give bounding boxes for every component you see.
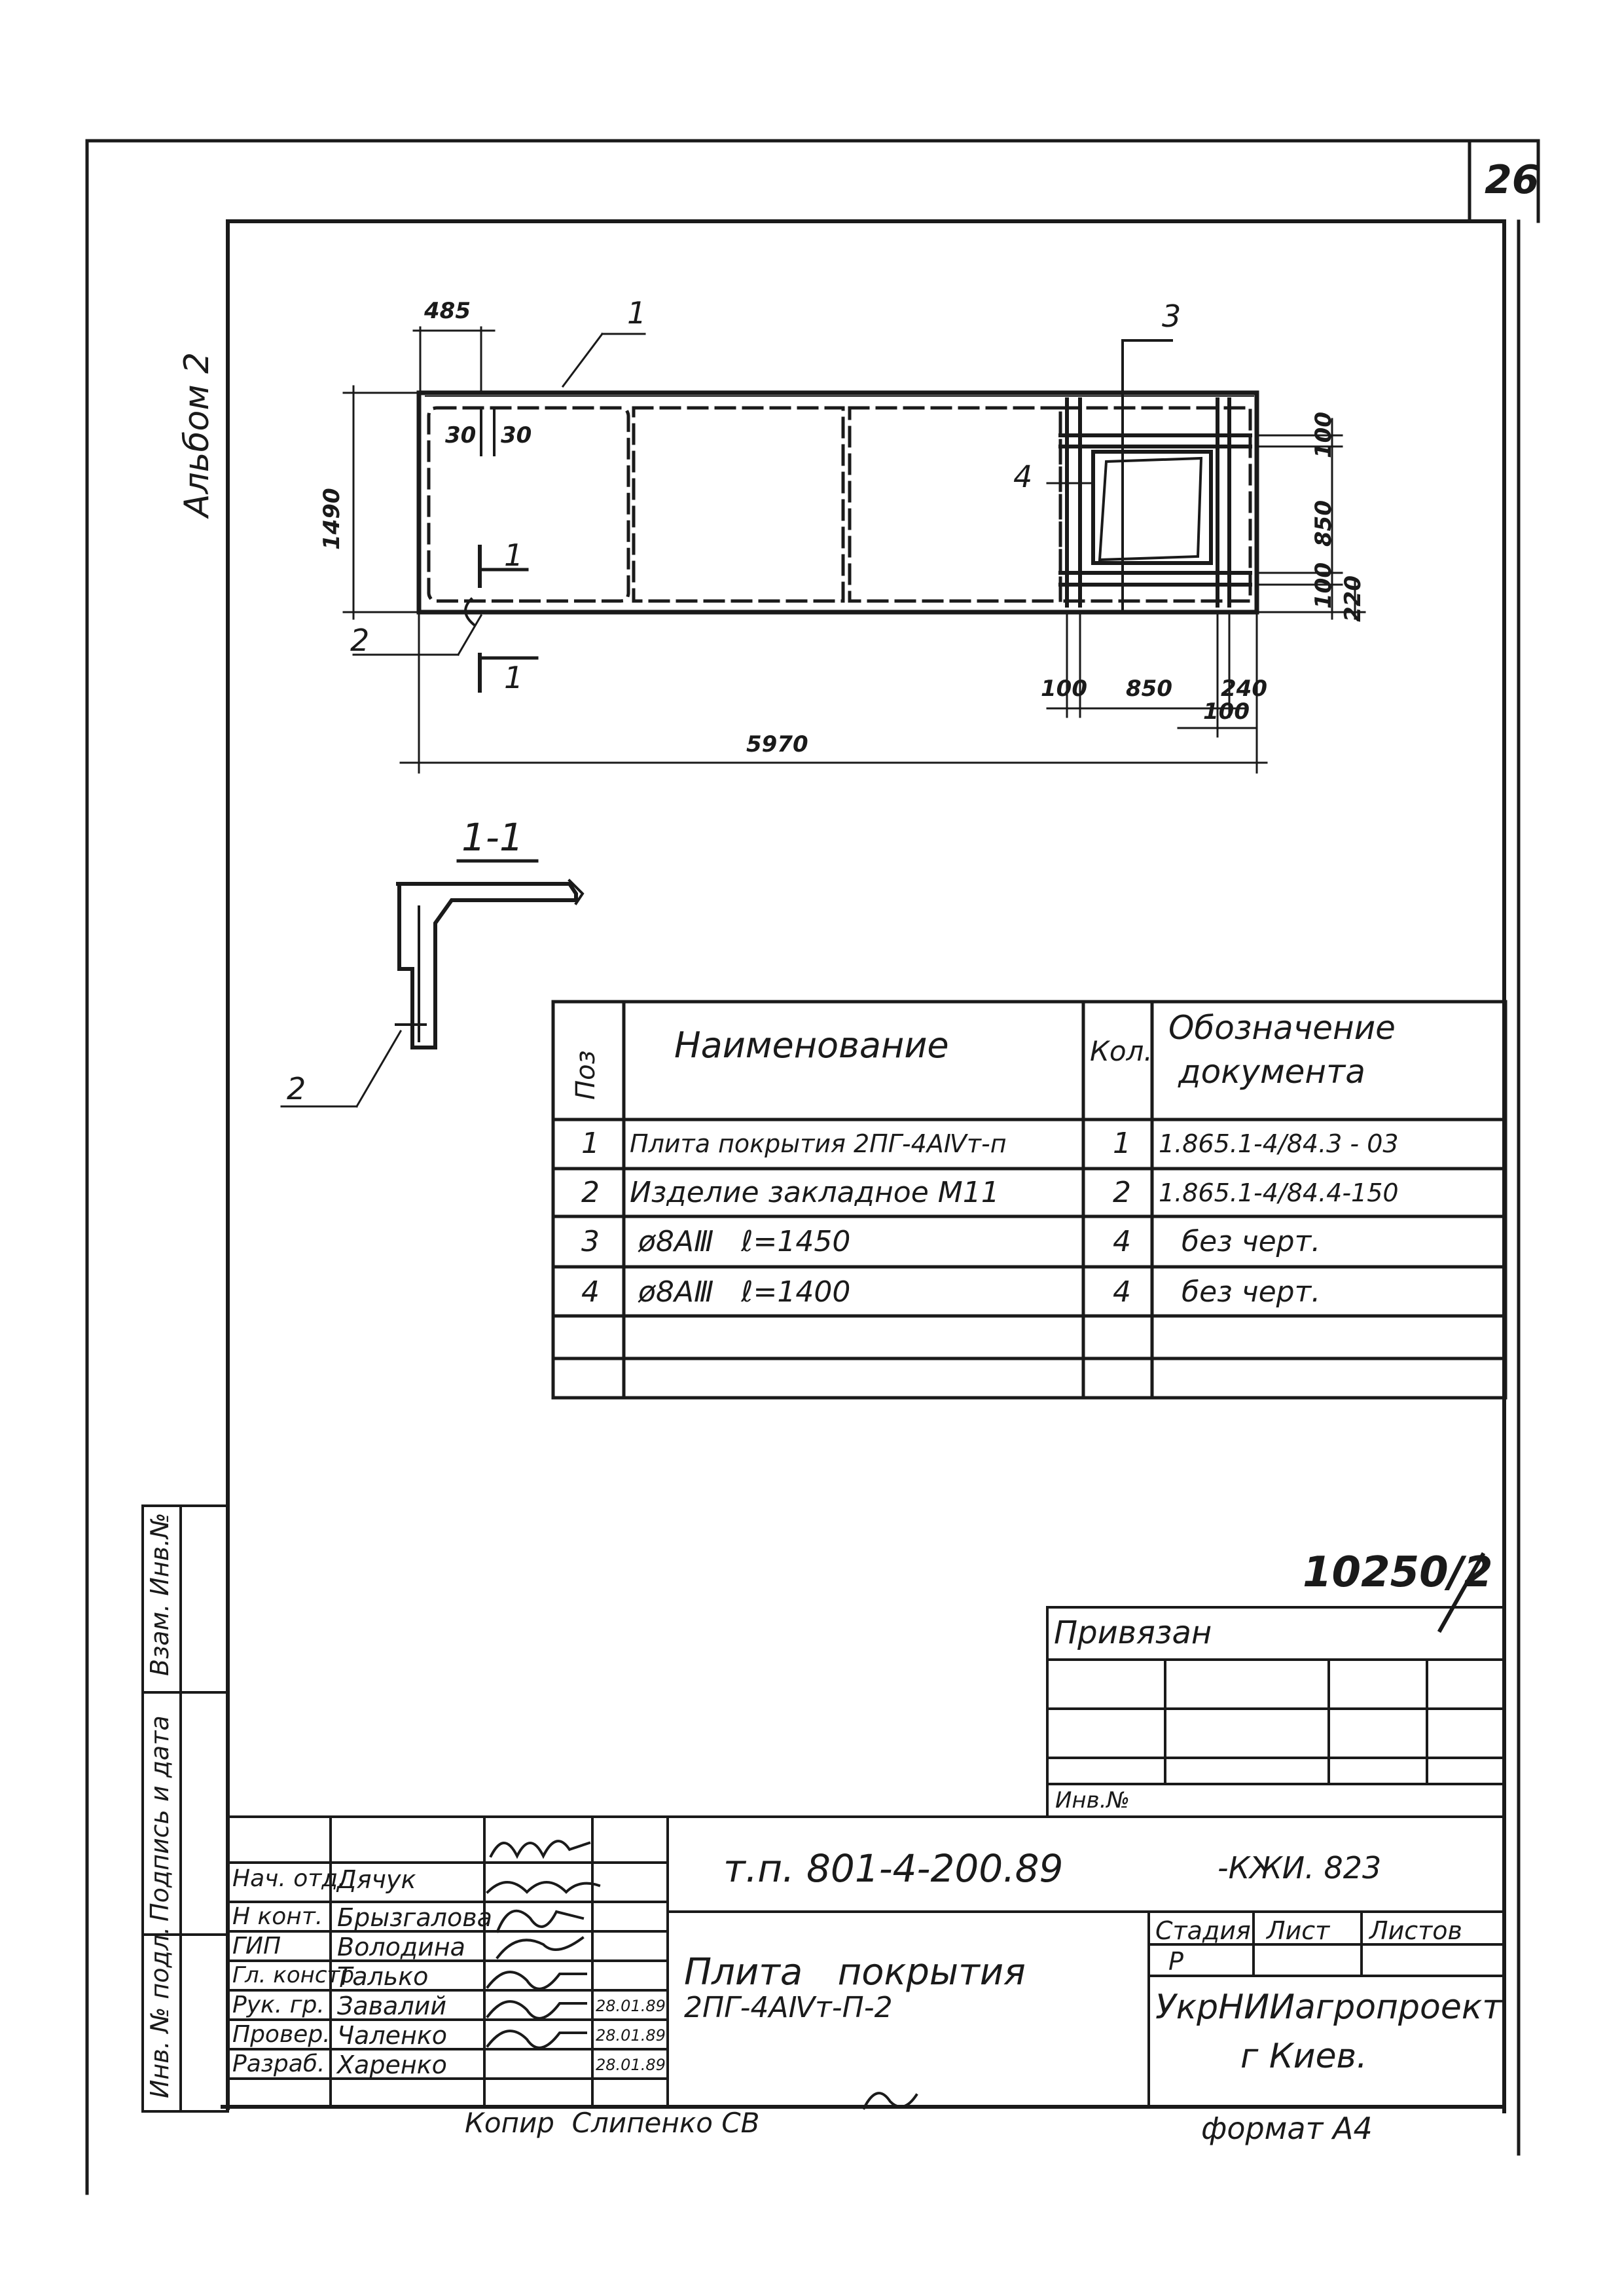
role-label: Гл. констр <box>232 1962 354 1988</box>
dim-100-b: 100 <box>1203 699 1250 725</box>
organization-line-1: УкрНИИагропроект <box>1155 1988 1502 2027</box>
spec-row-2-name: Изделие закладное М11 <box>630 1176 1000 1209</box>
dim-1490: 1490 <box>319 488 345 550</box>
privyazan-grid <box>1046 1552 1506 1818</box>
callout-1: 1 <box>627 295 647 331</box>
title-block-grid <box>226 1815 1506 2108</box>
side-stamp-grid <box>141 1504 229 2113</box>
dim-850-h: 850 <box>1126 676 1172 702</box>
dim-100-right-bottom: 100 <box>1310 562 1337 609</box>
spec-row-1-name: Плита покрытия 2ПГ-4АⅣт-п <box>630 1129 1007 1158</box>
spec-row-4-doc: без черт. <box>1182 1275 1321 1309</box>
stage-value: Р <box>1168 1947 1183 1976</box>
spec-header-doc-1: Обозначение <box>1168 1009 1396 1047</box>
dim-850-v: 850 <box>1310 500 1337 547</box>
spec-row-1-pos: 1 <box>581 1127 600 1160</box>
organization-line-2: г Киев. <box>1240 2037 1367 2076</box>
role-label: Н конт. <box>232 1903 323 1930</box>
spec-row-1-doc: 1.865.1-4/84.3 - 03 <box>1159 1129 1399 1158</box>
cut-mark-bottom-label: 1 <box>504 660 524 695</box>
spec-row-3-doc: без черт. <box>1182 1225 1321 1258</box>
spec-row-3-name: ø8AⅢ ℓ=1450 <box>638 1225 851 1258</box>
doc-code: т.п. 801-4-200.89 <box>723 1846 1064 1891</box>
sheet-number-box <box>1468 139 1540 2156</box>
spec-row-4-pos: 4 <box>581 1275 600 1309</box>
role-label: Рук. гр. <box>232 1992 325 2018</box>
dim-100-a: 100 <box>1041 676 1087 702</box>
dim-30-b: 30 <box>501 422 532 448</box>
spec-row-3-qty: 4 <box>1113 1225 1131 1258</box>
spec-header-name: Наименование <box>674 1025 949 1066</box>
dim-30-a: 30 <box>445 422 477 448</box>
role-date: 28.01.89 <box>596 2056 666 2074</box>
role-label: ГИП <box>232 1933 281 1959</box>
sheet-label: Лист <box>1267 1916 1330 1945</box>
dim-220: 220 <box>1340 575 1366 622</box>
spec-header-doc-2: документа <box>1178 1053 1365 1091</box>
drawing-title-line-1: Плита покрытия <box>684 1951 1026 1994</box>
copy-label: Копир Слипенко СВ <box>465 2107 760 2139</box>
spec-row-2-pos: 2 <box>581 1176 600 1209</box>
role-name: Харенко <box>337 2050 447 2079</box>
spec-row-2-doc: 1.865.1-4/84.4-150 <box>1159 1178 1399 1207</box>
dim-100-right-top: 100 <box>1310 412 1337 458</box>
side-stamp-podpis: Подпись и дата <box>145 1715 174 1922</box>
role-label: Разраб. <box>232 2050 325 2077</box>
sheet-number: 26 <box>1485 157 1540 203</box>
format-label: формат А4 <box>1201 2111 1373 2146</box>
sheets-label: Листов <box>1369 1916 1462 1945</box>
role-date: 28.01.89 <box>596 2026 666 2045</box>
outer-frame <box>85 139 1471 2195</box>
role-name: Брызгалова <box>337 1903 492 1932</box>
spec-row-4-qty: 4 <box>1113 1275 1131 1309</box>
spec-header-pos: Поз <box>571 1050 601 1100</box>
stage-label: Стадия <box>1155 1916 1251 1945</box>
spec-table-grid <box>551 1000 1507 1400</box>
role-name: Талько <box>337 1962 429 1991</box>
role-name: Завалий <box>337 1992 447 2020</box>
signatures <box>486 1840 918 2110</box>
callout-4: 4 <box>1013 459 1033 494</box>
side-stamp-vzam: Взам. Инв.№ <box>145 1512 174 1676</box>
handwritten-number: 10250/2 <box>1303 1548 1493 1597</box>
album-label: Альбом 2 <box>177 352 217 517</box>
spec-row-2-qty: 2 <box>1113 1176 1131 1209</box>
drawing-title-line-2: 2ПГ-4АⅣт-П-2 <box>684 1991 893 2024</box>
spec-row-3-pos: 3 <box>581 1225 600 1258</box>
section-callout-2: 2 <box>287 1071 306 1106</box>
callout-2-plan: 2 <box>350 623 370 658</box>
dim-5970: 5970 <box>746 731 808 757</box>
doc-code-suffix: -КЖИ. 823 <box>1218 1850 1382 1886</box>
role-date: 28.01.89 <box>596 1997 666 2015</box>
section-title: 1-1 <box>461 815 524 860</box>
role-name: Чаленко <box>337 2021 448 2050</box>
side-stamp-inv-podl: Инв. № подл. <box>145 1926 174 2098</box>
spec-row-4-name: ø8AⅢ ℓ=1400 <box>638 1275 851 1309</box>
slab-plan <box>416 339 1259 693</box>
spec-row-1-qty: 1 <box>1113 1127 1131 1160</box>
cut-mark-top-label: 1 <box>504 538 524 573</box>
section-1-1 <box>280 859 585 1108</box>
role-label: Нач. отд. <box>232 1865 346 1892</box>
inv-label: Инв.№ <box>1055 1787 1130 1813</box>
role-name: Володина <box>337 1933 465 1961</box>
callout-3: 3 <box>1162 299 1182 334</box>
dim-240: 240 <box>1221 676 1267 702</box>
spec-header-qty: Кол. <box>1090 1035 1153 1067</box>
dimension-lines <box>342 326 1366 774</box>
dim-485: 485 <box>424 298 471 324</box>
role-label: Провер. <box>232 2021 331 2048</box>
role-name: Дячук <box>337 1865 416 1894</box>
privyazan-label: Привязан <box>1054 1614 1212 1651</box>
